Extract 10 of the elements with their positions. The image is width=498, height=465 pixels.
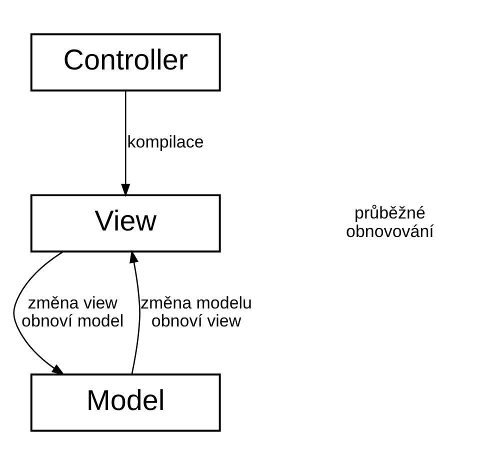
- node-box: View: [30, 194, 221, 252]
- arrow: [121, 90, 130, 198]
- edge-label: kompilace: [127, 132, 204, 152]
- label: průběžné obnovování: [346, 204, 434, 241]
- edge-label: změna modelu obnoví view: [140, 293, 252, 331]
- node-box: Controller: [30, 33, 221, 92]
- arrow: [130, 250, 140, 374]
- node-box: Model: [30, 374, 221, 432]
- arrow: [13, 251, 65, 376]
- edge-label: změna view obnoví model: [22, 293, 124, 331]
